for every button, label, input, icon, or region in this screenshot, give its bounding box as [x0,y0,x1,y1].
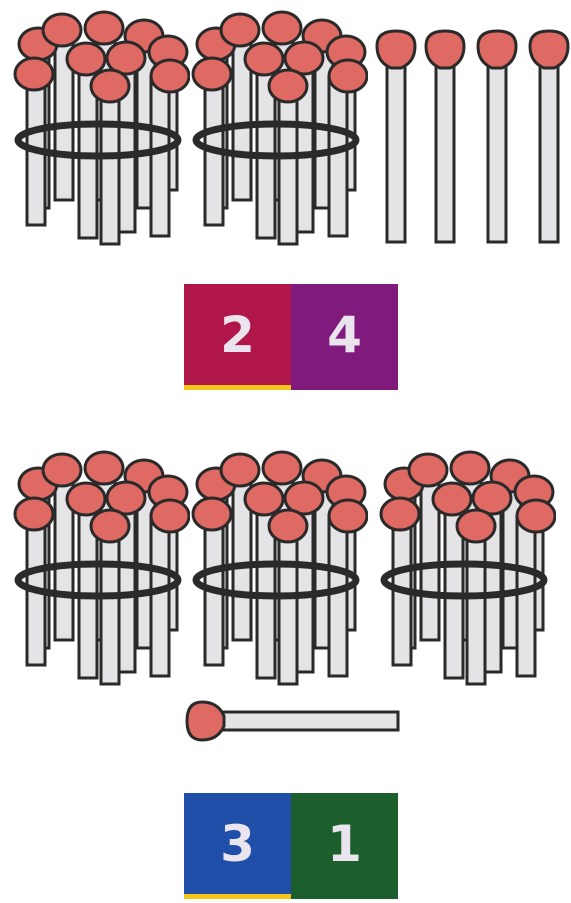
number-card-top: 2 4 [184,284,398,390]
match-head [65,481,107,517]
match-head [424,29,466,70]
match-head [431,481,473,517]
match-stick [538,56,560,244]
loose-match-4 [528,29,570,244]
bundle-band [192,560,360,600]
match-head [41,12,83,48]
match-stick [99,526,121,686]
match-stick [486,56,508,244]
loose-match-1 [375,29,417,244]
match-head [219,12,261,48]
match-head [191,496,233,532]
bundle-heads [191,450,368,544]
tens-digit-top: 2 [220,306,255,364]
tens-tile-top: 2 [184,284,291,390]
match-stick [277,526,299,686]
match-stick [327,74,349,238]
match-stick [434,56,456,244]
match-head [149,498,190,534]
match-head [455,508,497,544]
match-head [379,496,421,532]
match-head [219,452,261,488]
match-head [243,41,285,77]
match-stick [277,86,299,246]
tens-tile-bottom: 3 [184,793,291,899]
ones-tile-top: 4 [291,284,398,390]
bundle-of-ten-2 [191,10,368,246]
match-head [407,452,449,488]
match-head [41,452,83,488]
bundle-heads [13,450,190,544]
match-head [13,56,55,92]
match-stick [465,526,487,686]
bundle-heads [191,10,368,104]
match-stick [515,514,537,678]
match-head [261,10,303,46]
match-head [89,508,131,544]
match-head [476,29,518,70]
loose-match-2 [424,29,466,244]
match-head [327,58,368,94]
match-head [83,450,125,486]
match-head [191,56,233,92]
match-head [149,58,190,94]
match-head [267,68,309,104]
match-head [283,480,325,516]
match-head [185,700,226,742]
match-head [515,498,556,534]
bundle-heads [13,10,190,104]
card-stripe-bottom [184,894,291,899]
match-head [83,10,125,46]
number-card-bottom: 3 1 [184,793,398,899]
match-head [89,68,131,104]
bundle-of-ten-4 [191,450,368,686]
loose-match-3 [476,29,518,244]
match-head [65,41,107,77]
tens-digit-bottom: 3 [220,815,255,873]
match-head [449,450,491,486]
bundle-heads [379,450,556,544]
match-stick [385,56,407,244]
ones-digit-bottom: 1 [327,815,362,873]
match-stick [149,74,171,238]
match-head [105,480,147,516]
bundle-band [192,120,360,160]
ones-digit-top: 4 [327,306,362,364]
ones-tile-bottom: 1 [291,793,398,899]
match-head [375,29,417,70]
bundle-of-ten-1 [13,10,190,246]
bundle-of-ten-3 [13,450,190,686]
match-stick [212,710,400,732]
match-head [261,450,303,486]
match-stick [99,86,121,246]
group-top [0,0,571,260]
bundle-band [14,120,182,160]
match-head [528,29,570,70]
loose-match-5 [185,700,400,742]
match-head [327,498,368,534]
card-stripe-top [184,385,291,390]
match-head [471,480,513,516]
match-head [13,496,55,532]
match-head [243,481,285,517]
bundle-band [380,560,548,600]
match-stick [327,514,349,678]
match-head [105,40,147,76]
match-stick [149,514,171,678]
group-bottom [0,440,571,742]
bundle-of-ten-5 [379,450,556,686]
match-head [267,508,309,544]
match-head [283,40,325,76]
bundle-band [14,560,182,600]
